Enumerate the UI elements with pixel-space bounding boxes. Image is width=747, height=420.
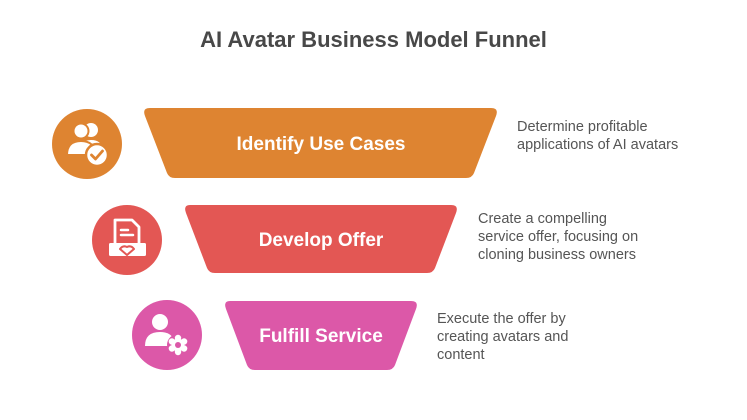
stage-description: Create a compelling service offer, focus… [478, 211, 639, 263]
funnel-segment [144, 108, 497, 178]
user-gear-icon [145, 314, 189, 356]
stage-label: Develop Offer [259, 230, 384, 251]
funnel-stage-fulfill-service: Fulfill Service [132, 300, 417, 370]
stage-description: Execute the offer by creating avatars an… [437, 311, 569, 363]
funnel-segment [185, 205, 457, 273]
funnel-stage-identify-use-cases: Identify Use Cases [52, 108, 497, 179]
document-handshake-icon [109, 218, 146, 256]
stage-label: Identify Use Cases [237, 134, 406, 155]
stage-icon-circle [92, 205, 162, 275]
funnel-stage-develop-offer: Develop Offer [92, 205, 457, 275]
stage-label: Fulfill Service [259, 326, 383, 347]
funnel-segment [225, 301, 417, 370]
stage-description: Determine profitable applications of AI … [517, 119, 679, 153]
users-check-icon [65, 122, 110, 168]
diagram-title: AI Avatar Business Model Funnel [200, 27, 547, 52]
